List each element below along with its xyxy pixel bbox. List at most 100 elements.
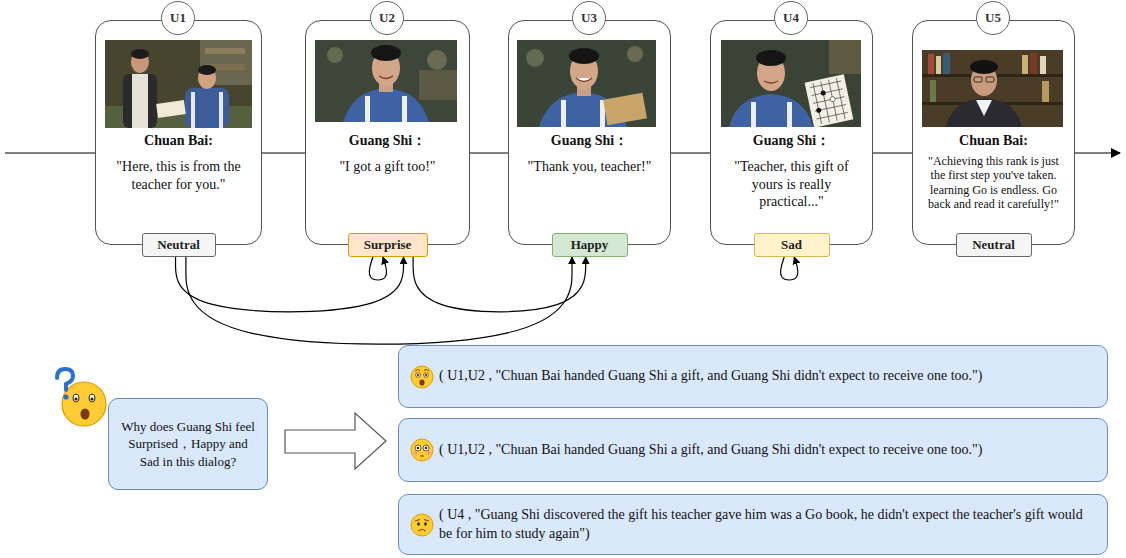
scene-image [805,74,854,127]
utterance-id-circle: U2 [370,1,404,35]
scene-image [721,40,861,127]
scene-image [132,74,148,128]
scene-image [198,65,216,75]
scene-image [365,96,370,122]
utterance-id: U5 [985,10,1001,26]
emotion-transition-arrow [781,257,798,280]
scene-image [976,100,992,116]
emotion-transition-arrow [176,257,404,312]
utterance-card: Chuan Bai: "Here, this is from the teache… [95,20,262,245]
emotion-transition-arrow [369,257,386,280]
scene-image [928,54,934,74]
scene-image [315,40,457,122]
utterance-text: "Here, this is from the teacher for you.… [104,158,253,193]
scene-image [930,80,936,102]
scene-image [105,40,252,128]
scene-image [427,50,447,70]
question-emoji [74,397,77,400]
answer-box: ( U1,U2 , "Chuan Bai handed Guang Shi a … [398,345,1108,408]
scene-image [576,78,592,82]
utterance-text: "Teacher, this gift of yours is really p… [719,158,864,211]
emotion-tag: Neutral [142,233,216,257]
speaker-name: Chuan Bai: [144,133,213,149]
utterance-id-circle: U3 [572,1,606,35]
scene-image [764,81,778,83]
utterance-card: Chuan Bai: "Achieving this rank is just t… [912,20,1075,245]
scene-image [123,74,157,128]
scene-image [729,94,813,127]
utterance-id-circle: U4 [774,1,808,35]
emotion-tag: Sad [754,233,830,257]
utterance-card: Guang Shi："Teacher, this gift of yours i… [710,20,873,245]
question-emoji [63,394,68,399]
utterance-card: Guang Shi："I got a gift too!"Surprise [305,20,470,245]
speaker-name: Guang Shi： [349,133,426,149]
timeline-arrow [262,152,305,153]
utterance-id: U4 [783,10,799,26]
scene-image [219,92,223,128]
utterance-card: Guang Shi："Thank you, teacher!"Happy [508,20,671,245]
scene-image [315,40,457,122]
scene-image [402,96,407,122]
scene-image [787,102,792,127]
scene-image [603,93,647,126]
question-emoji [90,397,93,400]
utterance-id: U1 [170,10,186,26]
hollow-arrow [285,413,386,469]
scene-image [379,76,393,79]
scene-image [830,96,836,102]
emotion-tag: Surprise [348,233,428,257]
question-emoji [57,369,106,426]
scene-image [946,98,1022,127]
question-emoji [73,394,79,402]
answer-text: ( U1,U2 , "Chuan Bai handed Guang Shi a … [439,367,983,385]
emotion-label: Happy [571,237,609,253]
scene-image [820,90,826,96]
scene-image [156,100,186,118]
scene-image [809,77,849,125]
utterance-text: "Achieving this rank is just the first s… [921,154,1066,212]
answer-box: ( U4 , "Guang Shi discovered the gift hi… [398,494,1108,555]
scene-image [751,102,756,127]
answer-box: ( U1,U2 , "Chuan Bai handed Guang Shi a … [398,418,1108,482]
speaker-name: Chuan Bai: [959,133,1028,149]
scene-image [816,107,822,113]
scene-image [922,50,1063,127]
scene-image [343,88,429,122]
scene-image [805,74,854,127]
connector-group [176,257,798,344]
timeline-arrow [671,152,710,153]
scene-image [986,77,994,82]
utterance-text: "I got a gift too!" [339,158,435,176]
answer-text: ( U1,U2 , "Chuan Bai handed Guang Shi a … [439,441,983,459]
emotion-transition-arrow [186,257,572,344]
emotion-tag: Neutral [956,233,1032,257]
scene-image [922,50,1063,127]
timeline-arrow [873,152,912,153]
scene-image [191,92,195,128]
emotion-label: Sad [781,237,802,253]
emotion-label: Neutral [157,237,200,253]
question-emoji [57,369,73,390]
timeline-arrow [5,152,1120,153]
speaker-name: Guang Shi： [551,133,628,149]
scene-image [205,48,245,54]
emotion-transition-arrow [413,257,586,312]
scene-image [943,53,950,74]
scene-image [1030,53,1037,74]
scene-image [419,70,457,100]
timeline-arrow [1075,152,1120,153]
question-emoji [81,409,90,420]
utterance-id-circle: U1 [161,1,195,35]
utterance-id: U3 [581,10,597,26]
scene-image [721,40,861,128]
scene-image [974,77,982,82]
scene-image [517,40,656,127]
scene-image [936,56,941,74]
scene-image [627,46,643,62]
timeline-arrow [470,152,508,153]
emotion-label: Surprise [364,237,412,253]
emotion-label: Neutral [972,237,1015,253]
emotion-tag: Happy [552,233,628,257]
